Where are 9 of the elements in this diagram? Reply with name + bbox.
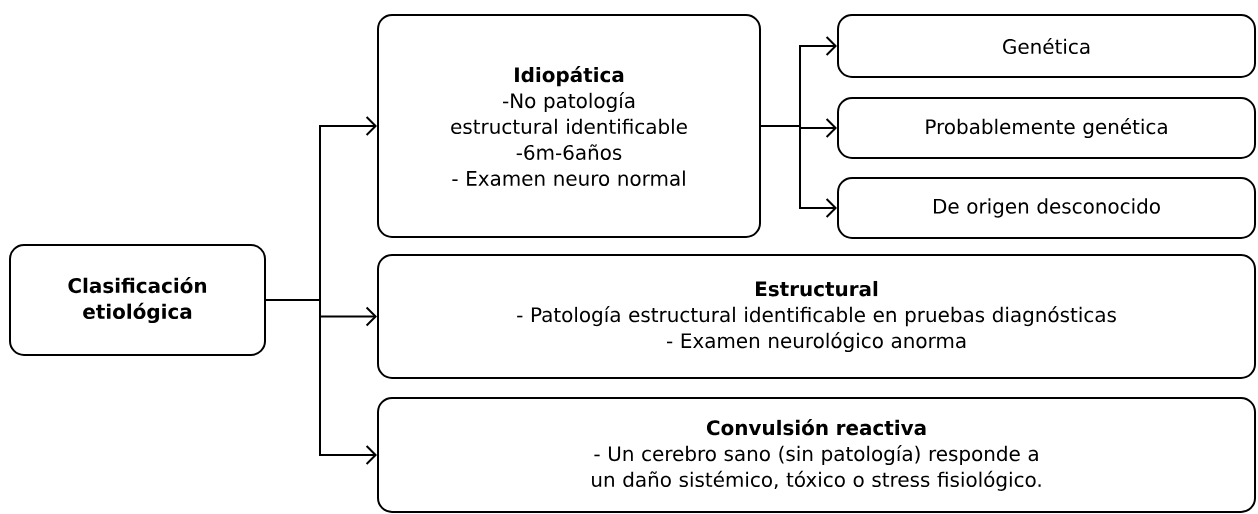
category-box: Estructural - Patología estructural identificable en pruebas diagnósticas - Examen neurológico anorma [377, 254, 1256, 379]
category-box: Genética [837, 14, 1256, 78]
category-box: Probablemente genética [837, 97, 1256, 159]
category-box: De origen desconocido [837, 177, 1256, 239]
connector-arrow [265, 299, 377, 465]
category-box: Convulsión reactiva - Un cerebro sano (sin patología) responde a un daño sistémico, tóxico o stress fisiológico. [377, 397, 1256, 513]
connector-arrow [760, 125, 837, 218]
category-box: Idiopática -No patología estructural identificable -6m-6años - Examen neuro normal [377, 14, 761, 238]
category-box: Clasificación etiológica [9, 244, 266, 356]
